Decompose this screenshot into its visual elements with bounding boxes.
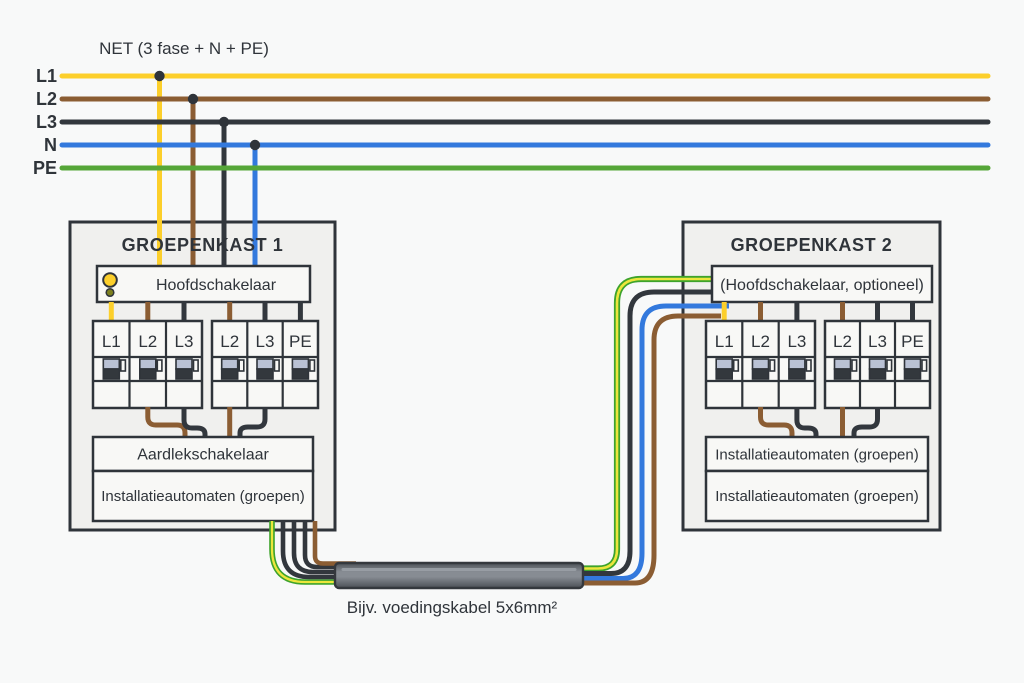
panel1-breaker-group-b: L2 L3 PE — [210, 319, 320, 410]
panel2-main-switch-box — [710, 264, 934, 304]
panel2-breaker-group-b: L2 L3 PE — [823, 319, 932, 410]
bus-label-l3: L3 — [36, 112, 57, 132]
breaker-label: L2 — [751, 332, 770, 351]
bus-junction-dot-n — [249, 139, 261, 151]
panel1-groups-label: Installatieautomaten (groepen) — [101, 488, 304, 505]
breaker-label: L3 — [868, 332, 887, 351]
panel2-groups-label-1: Installatieautomaten (groepen) — [715, 447, 918, 464]
supply-wire-pe-stripe — [270, 521, 356, 584]
panel2-groups-box-2 — [704, 469, 930, 523]
panel1-title: GROEPENKAST 1 — [122, 235, 284, 255]
breaker-groups-wire — [851, 407, 880, 438]
breaker-label: PE — [901, 332, 924, 351]
breaker-groups-wire — [758, 407, 795, 438]
breaker-label: L3 — [175, 332, 194, 351]
net-title: NET (3 fase + N + PE) — [99, 39, 269, 58]
panel2: GROEPENKAST 2 (Hoofdschakelaar, optionee… — [704, 235, 934, 523]
supply-wire-black — [302, 521, 356, 570]
breaker-label: L3 — [256, 332, 275, 351]
supply-wire-black — [576, 289, 716, 576]
cable-label: Bijv. voedingskabel 5x6mm² — [347, 598, 558, 617]
panel1-main-switch-box — [95, 264, 312, 304]
bus-label-l1: L1 — [36, 66, 57, 86]
panel2-main-switch-label: (Hoofdschakelaar, optioneel) — [720, 277, 924, 294]
panel2-groups-box-1 — [704, 435, 930, 473]
panel2-groups-label-2: Installatieautomaten (groepen) — [715, 488, 918, 505]
breaker-label: L1 — [102, 332, 121, 351]
panel1-main-switch-label: Hoofdschakelaar — [156, 277, 277, 294]
bus-junction-dot-l3 — [218, 116, 230, 128]
bus-junction-dot-l2 — [187, 93, 199, 105]
panel1-rcd-label: Aardlekschakelaar — [137, 447, 269, 464]
supply-wire-blue — [576, 303, 729, 581]
supply-cable-sheath — [333, 561, 585, 590]
breaker-groups-wire — [794, 407, 819, 438]
panel1-rcd-box — [91, 435, 315, 473]
panel1-groups-box — [91, 469, 315, 523]
indicator-off-light — [105, 287, 115, 298]
breaker-label: L1 — [715, 332, 734, 351]
supply-wire-brown — [312, 521, 356, 566]
breaker-rcd-wire — [237, 407, 268, 438]
breaker-label: PE — [289, 332, 312, 351]
panel1: GROEPENKAST 1 Hoofdschakelaar L1 L2 L3 — [91, 235, 320, 523]
breaker-rcd-wire — [145, 407, 188, 438]
panel2-title: GROEPENKAST 2 — [731, 235, 893, 255]
bus-label-pe: PE — [33, 158, 57, 178]
breaker-label: L3 — [787, 332, 806, 351]
supply-wire-black — [291, 521, 356, 575]
breaker-label: L2 — [833, 332, 852, 351]
supply-wire-pe-stripe — [576, 277, 716, 570]
bus-label-n: N — [44, 135, 57, 155]
supply-wire-black — [280, 521, 356, 580]
breaker-label: L2 — [220, 332, 239, 351]
breaker-label: L2 — [138, 332, 157, 351]
indicator-on-light — [102, 272, 118, 288]
supply-wire-brown — [576, 313, 721, 586]
bus-label-l2: L2 — [36, 89, 57, 109]
panel2-breaker-group-a: L1 L2 L3 — [704, 319, 817, 410]
panel1-breaker-group-a: L1 L2 L3 — [91, 319, 204, 410]
supply-bundle-left — [269, 521, 356, 585]
bus-junction-dot-l1 — [154, 70, 165, 82]
breaker-rcd-wire — [181, 407, 208, 438]
supply-bundle-right — [576, 275, 729, 586]
